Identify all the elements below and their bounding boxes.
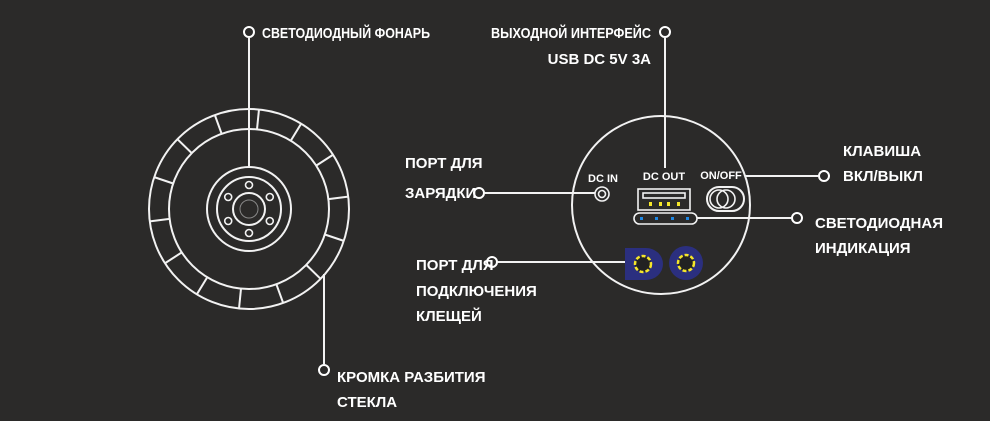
label-output-1: ВЫХОДНОЙ ИНТЕРФЕЙС: [491, 24, 651, 42]
callout-lines: [248, 38, 818, 364]
glass-breaker-segments: [149, 109, 349, 309]
segment-divider: [213, 114, 223, 135]
usb-port: [637, 188, 691, 211]
switch-knob-shadow: [716, 189, 736, 209]
segment-divider: [305, 264, 322, 280]
segment-divider: [255, 109, 260, 130]
label-glass-1: КРОМКА РАЗБИТИЯ: [337, 369, 485, 386]
segment-divider: [328, 195, 349, 201]
usb-tongue: [642, 192, 686, 199]
segment-divider: [176, 138, 193, 154]
segment-divider: [153, 176, 174, 185]
dc-in-label: DC IN: [588, 173, 618, 185]
segment-divider: [195, 276, 209, 295]
segment-divider: [289, 123, 303, 142]
label-clamp-2: ПОДКЛЮЧЕНИЯ: [416, 283, 537, 300]
side-panel: DC IN DC OUT ON/OFF: [571, 115, 751, 295]
callout-dot: [818, 170, 830, 182]
led-indicator-dots: [640, 217, 689, 220]
segment-divider: [149, 217, 170, 223]
clamp-terminal-negative: [633, 254, 653, 274]
dc-in-jack-core: [597, 189, 607, 199]
label-charge-2: ЗАРЯДКИ: [405, 185, 476, 202]
led-dot: [265, 216, 275, 226]
lens-core: [239, 199, 259, 219]
callout-dot: [243, 26, 255, 38]
label-switch-2: ВКЛ/ВЫКЛ: [843, 168, 923, 185]
label-switch-1: КЛАВИША: [843, 143, 921, 160]
callout-dot: [318, 364, 330, 376]
led-dot: [244, 180, 254, 190]
lens-ring: [206, 166, 292, 252]
usb-pins: [649, 202, 680, 206]
led-dot: [223, 216, 233, 226]
panel-outline: [571, 115, 751, 295]
segment-divider: [164, 251, 183, 265]
led-dot: [265, 192, 275, 202]
clamp-terminal-positive: [676, 253, 696, 273]
lens-center: [232, 192, 266, 226]
led-dot: [223, 192, 233, 202]
switch-knob: [709, 189, 729, 209]
callout-dot: [486, 256, 498, 268]
led-dot: [244, 228, 254, 238]
power-switch: [706, 186, 745, 212]
on-off-label: ON/OFF: [700, 170, 742, 182]
segment-divider: [275, 283, 285, 304]
label-clamp-3: КЛЕЩЕЙ: [416, 307, 482, 325]
callout-dot: [791, 212, 803, 224]
callout-dot: [659, 26, 671, 38]
segment-divider: [324, 233, 345, 242]
segment-divider: [238, 288, 243, 309]
label-indicator-1: СВЕТОДИОДНАЯ: [815, 215, 943, 232]
label-glass-2: СТЕКЛА: [337, 394, 397, 411]
label-charge-1: ПОРТ ДЛЯ: [405, 155, 483, 172]
segment-divider: [315, 153, 334, 167]
label-output-2: USB DC 5V 3A: [548, 51, 652, 68]
led-dots: [223, 180, 275, 238]
led-ring: [216, 176, 282, 242]
label-clamp-1: ПОРТ ДЛЯ: [416, 257, 494, 274]
dc-out-label: DC OUT: [643, 171, 685, 183]
callout-dot: [473, 187, 485, 199]
label-indicator-2: ИНДИКАЦИЯ: [815, 240, 911, 257]
label-led-flashlight: СВЕТОДИОДНЫЙ ФОНАРЬ: [262, 24, 430, 42]
callout-dots: [243, 26, 830, 376]
dc-in-jack: [594, 186, 610, 202]
